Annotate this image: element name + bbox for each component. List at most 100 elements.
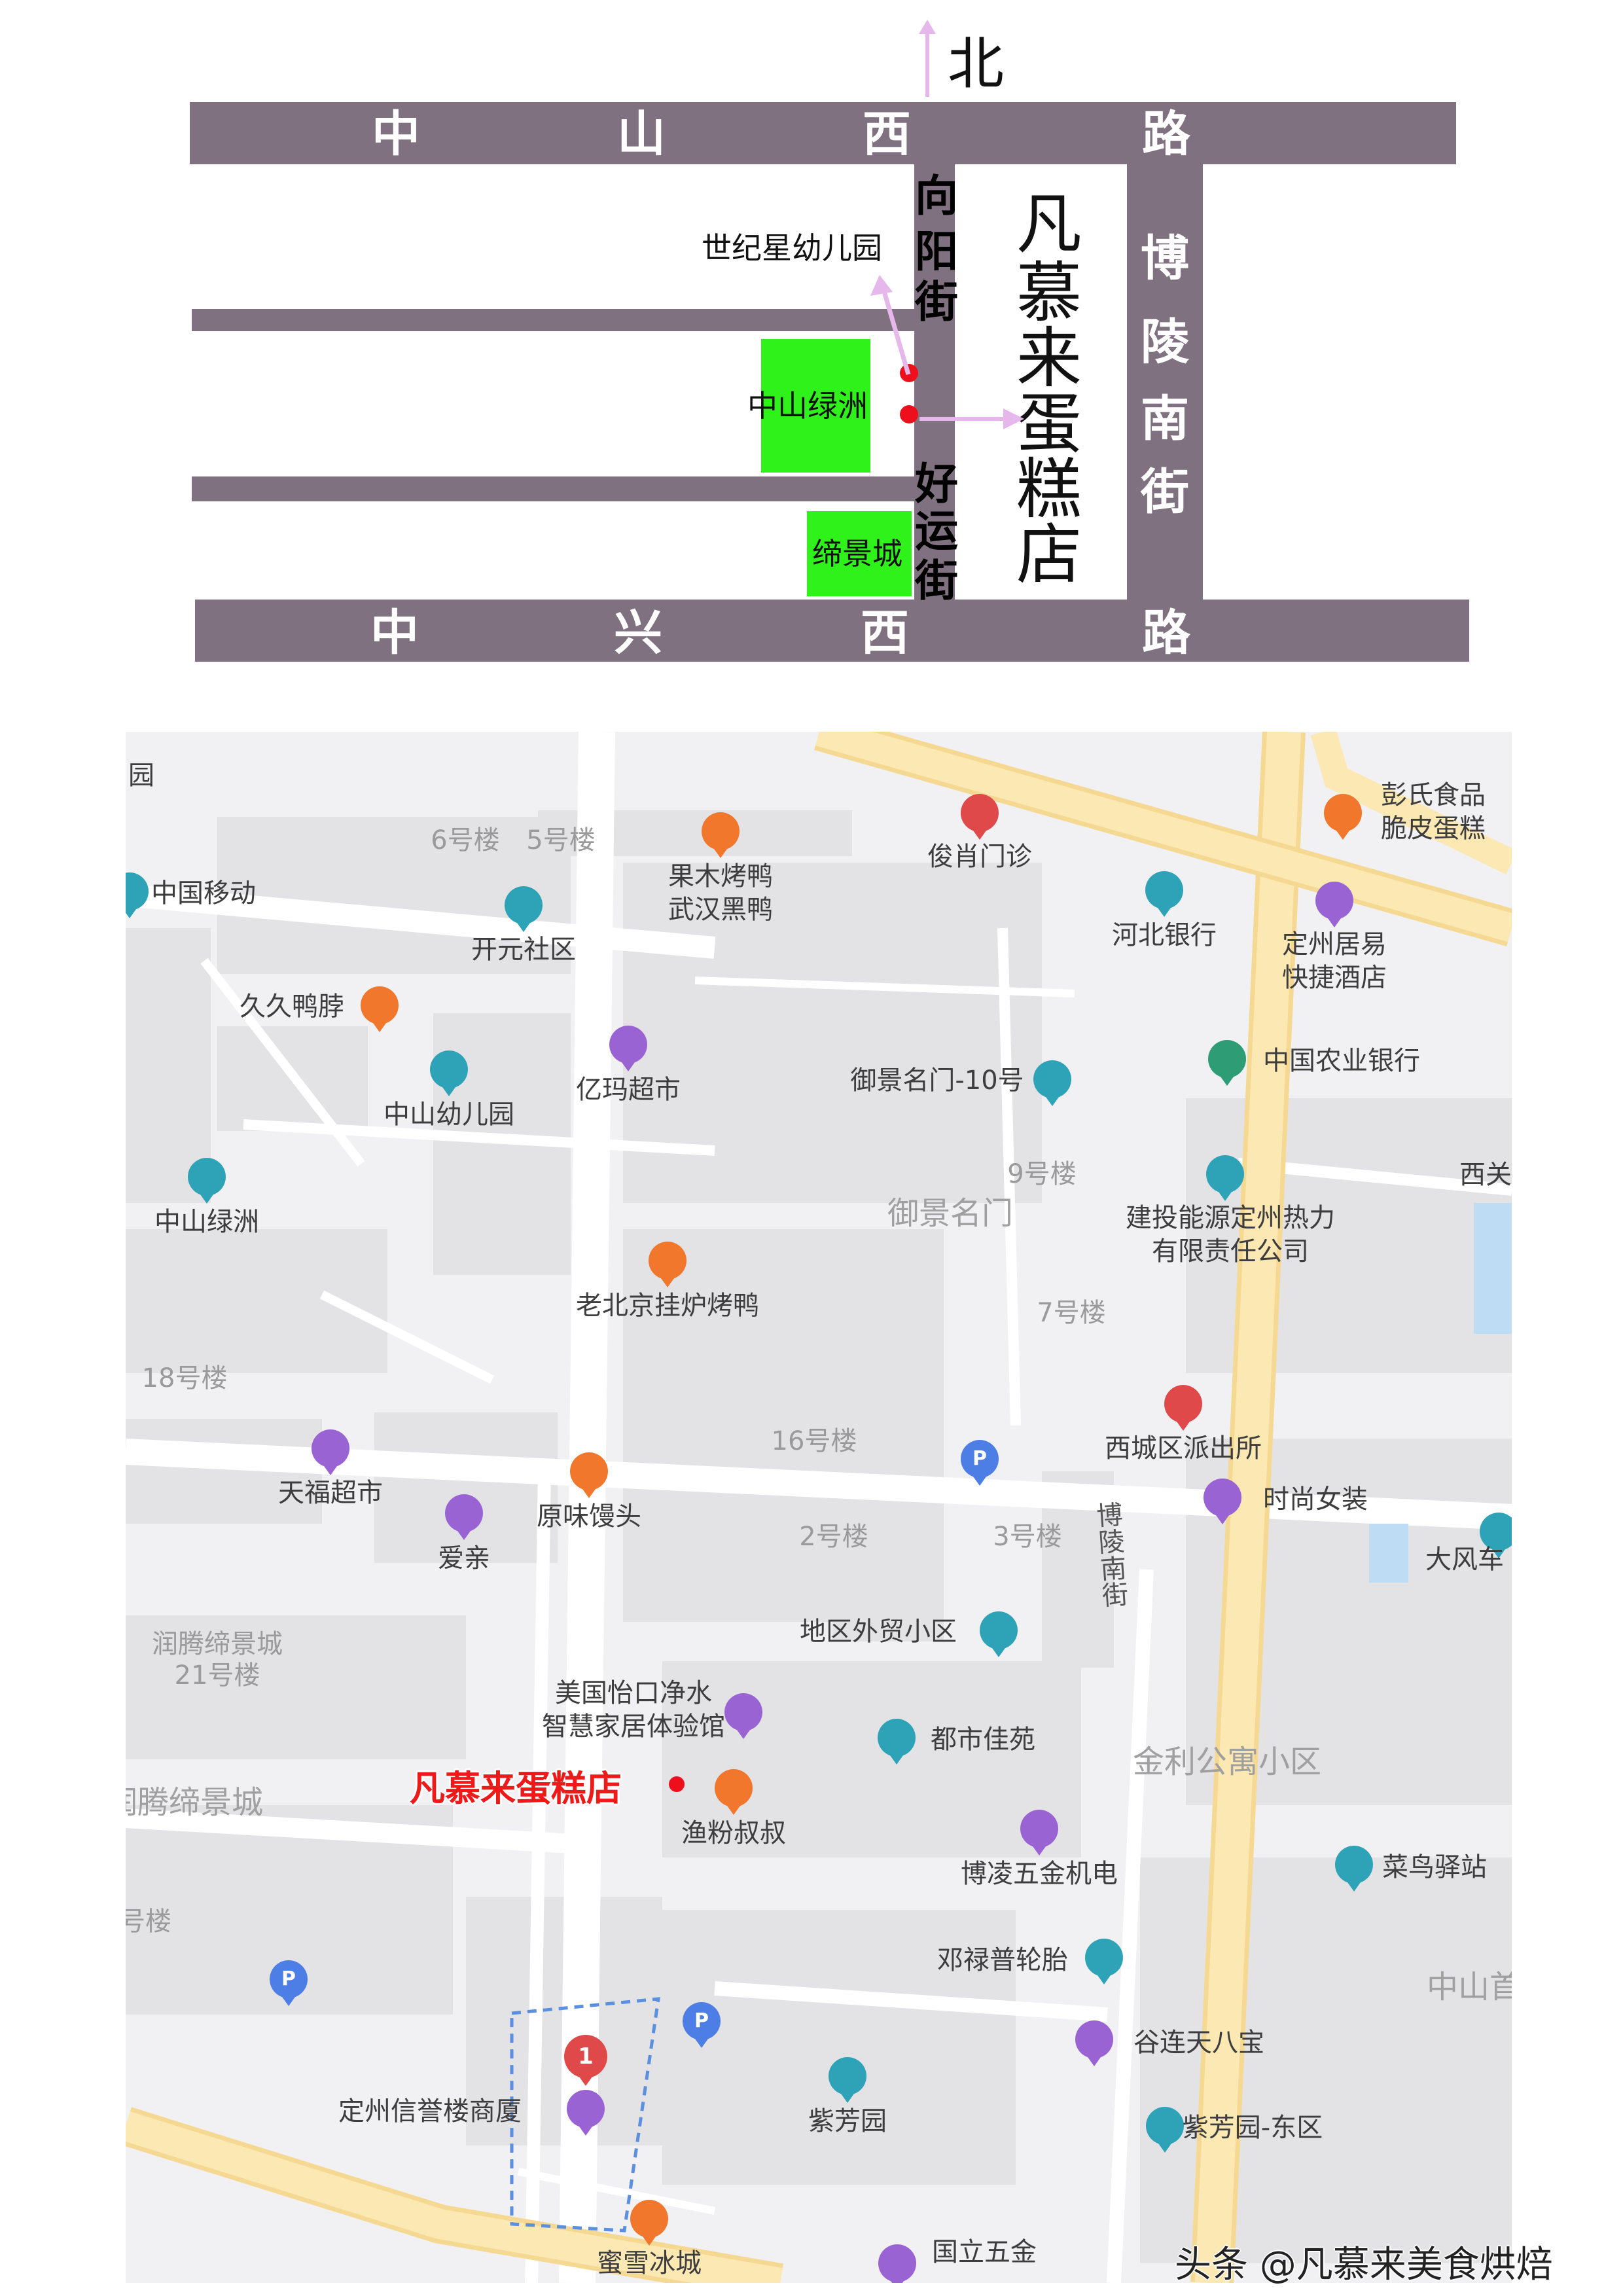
- car-icon[interactable]: [1085, 1939, 1123, 1977]
- poi-label: 俊肖门诊: [927, 842, 1032, 872]
- poi-label-line: 快捷酒店: [1282, 963, 1387, 994]
- building-icon[interactable]: [980, 1611, 1018, 1649]
- bank-icon[interactable]: [1208, 1040, 1246, 1078]
- hotel-icon[interactable]: [1315, 882, 1353, 920]
- building-icon[interactable]: [829, 2057, 866, 2095]
- shop-icon[interactable]: [445, 1494, 483, 1532]
- road-label-zhongxing-1: 中: [370, 605, 419, 661]
- area-label: 3号楼: [993, 1522, 1062, 1552]
- poi-label: 中国农业银行: [1263, 1046, 1420, 1076]
- building-icon[interactable]: [188, 1158, 226, 1196]
- food-icon[interactable]: [570, 1452, 608, 1490]
- shop-name-char-1: 凡: [1016, 186, 1082, 262]
- shop-icon[interactable]: [609, 1026, 647, 1064]
- parking-icon[interactable]: P: [961, 1440, 999, 1478]
- map-view[interactable]: 园 6号楼 5号楼 果木烤鸭武汉黑鸭 俊肖门诊 彭氏食品脆皮蛋糕 中国移动 开元…: [126, 732, 1512, 2283]
- school-icon[interactable]: [1480, 1513, 1512, 1551]
- company-icon[interactable]: [1206, 1155, 1244, 1193]
- road-xiangyang: [914, 164, 955, 600]
- block: [662, 1910, 1016, 2185]
- poi-label: 御景名门-10号: [850, 1066, 1024, 1096]
- road-label-zhongshan-4: 路: [1142, 106, 1190, 162]
- shop-icon[interactable]: [312, 1429, 349, 1467]
- poi-label-line: 彭氏食品: [1381, 780, 1486, 810]
- road-label-xiangyang-1: 向: [915, 171, 958, 221]
- area-label-line: 润腾缔景城: [152, 1629, 283, 1659]
- police-icon[interactable]: [1164, 1385, 1202, 1423]
- area-label: 号楼: [126, 1907, 171, 1937]
- shop-icon[interactable]: [878, 2244, 916, 2282]
- parking-label: P: [694, 2009, 709, 2032]
- mall-icon[interactable]: [567, 2090, 605, 2128]
- block: [662, 1661, 1081, 1857]
- zhongshan-oasis-label: 中山绿洲: [747, 388, 868, 423]
- poi-label: 定州信誉楼商厦: [338, 2096, 522, 2126]
- area-label: 6号楼: [431, 825, 500, 855]
- restaurant-icon[interactable]: [361, 986, 399, 1024]
- location-marker-label: 1: [578, 2043, 594, 2070]
- poi-label-line: 武汉黑鸭: [668, 895, 773, 925]
- building-icon[interactable]: [505, 886, 543, 924]
- map-roads: [126, 732, 1512, 2283]
- area-label: 金利公寓小区: [1132, 1744, 1322, 1780]
- road-label-zhongshan-1: 中: [372, 106, 420, 162]
- poi-label: 定州居易快捷酒店: [1282, 928, 1387, 995]
- poi-label: 建投能源定州热力有限责任公司: [1126, 1202, 1335, 1268]
- poi-label: 菜鸟驿站: [1382, 1852, 1487, 1882]
- poi-label: 开元社区: [471, 935, 576, 965]
- food-icon[interactable]: [715, 1769, 753, 1807]
- building-icon[interactable]: [878, 1719, 916, 1757]
- arrow-to-shop-icon: [919, 407, 1024, 431]
- area-label: 9号楼: [1007, 1159, 1077, 1189]
- poi-label: 园: [128, 761, 154, 791]
- arrow-to-kindergarten-icon: [870, 275, 923, 380]
- poi-label: 中山绿洲: [154, 1207, 259, 1237]
- parking-icon[interactable]: P: [683, 2002, 721, 2040]
- area-label: 7号楼: [1037, 1298, 1106, 1328]
- area-label: 2号楼: [799, 1522, 868, 1552]
- road-zhongshan-west: [190, 102, 1456, 164]
- school-icon[interactable]: [430, 1050, 468, 1088]
- poi-label: 亿玛超市: [576, 1075, 681, 1105]
- shop-icon[interactable]: [1020, 1810, 1058, 1848]
- shop-icon[interactable]: [724, 1693, 762, 1731]
- road-label-zhongxing-4: 路: [1142, 605, 1190, 661]
- north-arrow-icon: [918, 20, 937, 98]
- location-marker-icon[interactable]: 1: [564, 2035, 607, 2078]
- delivery-icon[interactable]: [1335, 1846, 1373, 1884]
- poi-label: 地区外贸小区: [800, 1617, 957, 1647]
- bank-icon[interactable]: [1145, 871, 1183, 909]
- shop-name-char-6: 店: [1016, 516, 1082, 593]
- dijing-city-label: 缔景城: [812, 536, 902, 571]
- bakery-icon[interactable]: [1324, 794, 1362, 832]
- poi-label-line: 果木烤鸭: [668, 861, 773, 891]
- shop-icon[interactable]: [1204, 1479, 1241, 1516]
- block: [126, 928, 211, 1203]
- restaurant-icon[interactable]: [702, 812, 740, 850]
- clinic-icon[interactable]: [961, 794, 999, 832]
- road-label-zhongxing-3: 西: [861, 605, 909, 661]
- poi-label: 久久鸭脖: [240, 992, 344, 1022]
- road-label-zhongshan-2: 山: [617, 106, 666, 162]
- parking-icon[interactable]: P: [270, 1960, 308, 1998]
- poi-label: 大风车: [1425, 1545, 1504, 1575]
- food-icon[interactable]: [630, 2200, 668, 2238]
- area-label: 18号楼: [141, 1363, 228, 1393]
- poi-label: 紫芳园-东区: [1182, 2113, 1323, 2143]
- poi-label: 中国移动: [151, 878, 256, 908]
- poi-label: 爱亲: [438, 1543, 490, 1573]
- poi-label: 中山幼儿园: [383, 1100, 514, 1130]
- poi-label: 邓禄普轮胎: [937, 1945, 1068, 1975]
- building-icon[interactable]: [1146, 2107, 1184, 2145]
- restaurant-icon[interactable]: [649, 1242, 687, 1280]
- poi-label: 博凌五金机电: [961, 1859, 1118, 1889]
- area-label: 中山首: [1426, 1969, 1512, 2005]
- road-label-boling-3: 南: [1141, 391, 1189, 447]
- poi-label: 彭氏食品脆皮蛋糕: [1381, 779, 1486, 846]
- building-icon[interactable]: [1033, 1060, 1071, 1098]
- poi-label: 老北京挂炉烤鸭: [576, 1291, 759, 1321]
- shop-icon[interactable]: [1075, 2020, 1113, 2058]
- area-label: 16号楼: [771, 1426, 857, 1456]
- poi-label: 原味馒头: [537, 1501, 641, 1532]
- road-label-haoyun-1: 好: [915, 459, 958, 509]
